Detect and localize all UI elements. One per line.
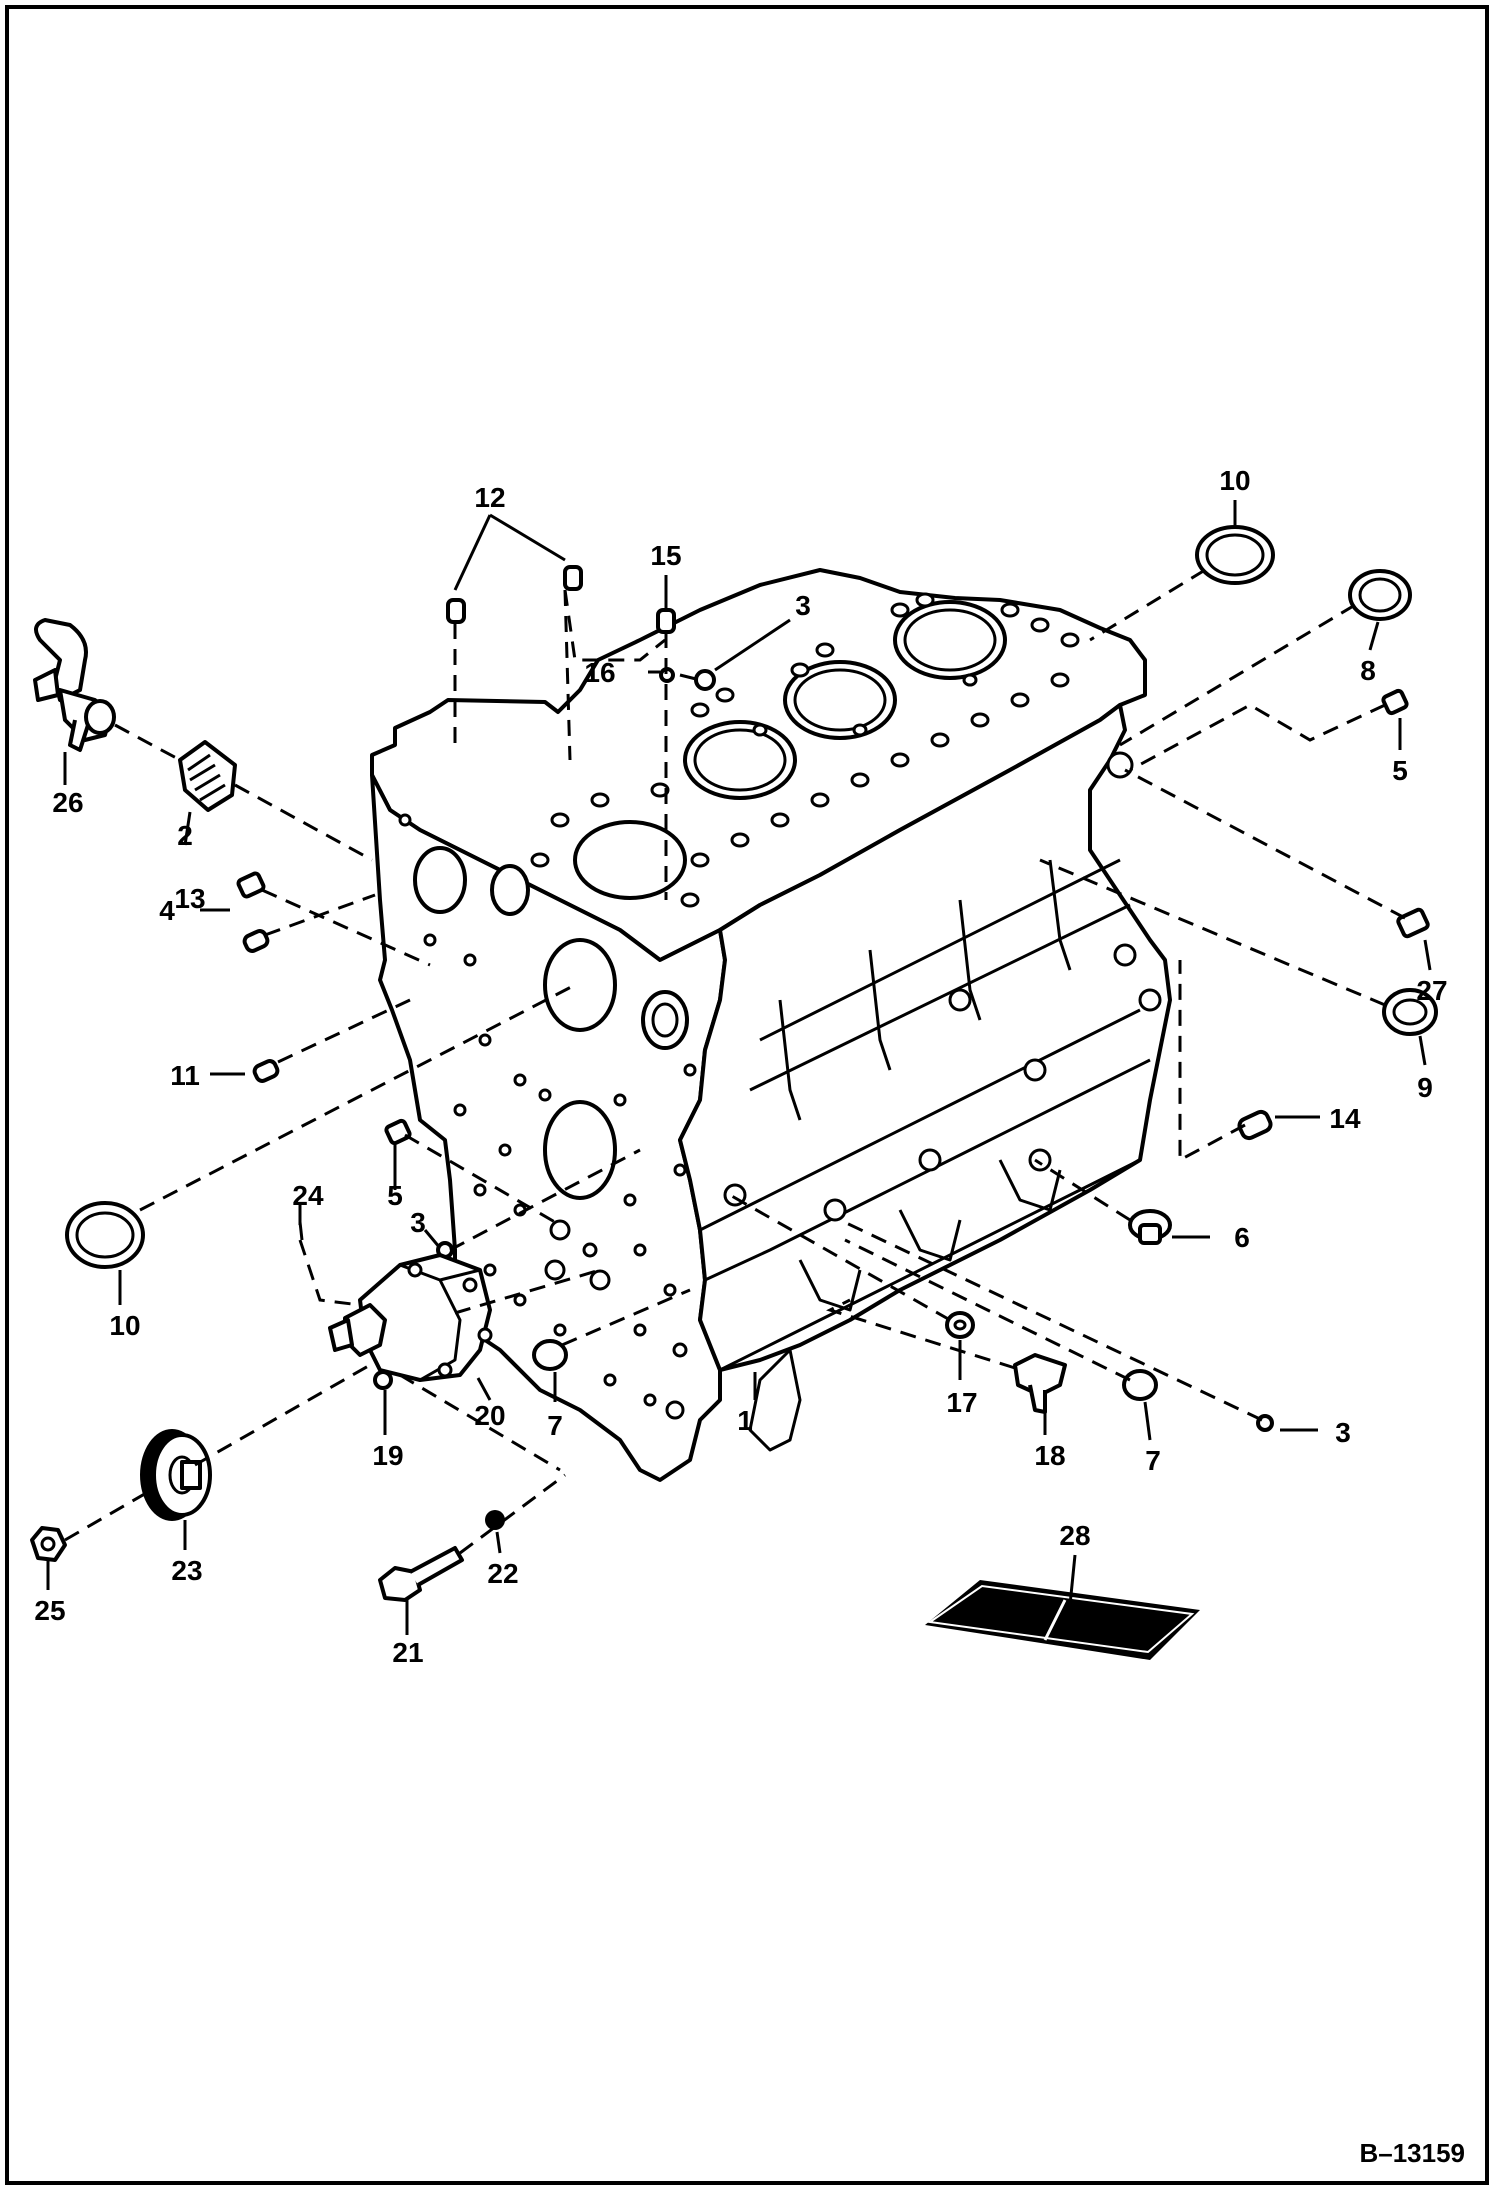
dowel-pins <box>242 565 1273 1141</box>
callout-13: 13 <box>174 883 205 914</box>
callout-14: 14 <box>1329 1103 1361 1134</box>
callout-1: 1 <box>737 1405 753 1436</box>
bolt-21 <box>378 1546 464 1602</box>
callout-25: 25 <box>34 1595 65 1626</box>
callout-15: 15 <box>650 540 681 571</box>
callout-7: 7 <box>1145 1445 1161 1476</box>
oil-seal-9 <box>1382 988 1438 1036</box>
callout-5: 5 <box>1392 755 1408 786</box>
callout-18: 18 <box>1034 1440 1065 1471</box>
callout-12: 12 <box>474 482 505 513</box>
callout-28: 28 <box>1059 1520 1090 1551</box>
callout-8: 8 <box>1360 655 1376 686</box>
deck-holes <box>530 592 1080 908</box>
callout-27: 27 <box>1416 975 1447 1006</box>
washer-22 <box>485 1510 505 1530</box>
callout-21: 21 <box>392 1637 423 1668</box>
callout-17: 17 <box>946 1387 977 1418</box>
callout-20: 20 <box>474 1400 505 1431</box>
callout-10: 10 <box>109 1310 140 1341</box>
callout-22: 22 <box>487 1558 518 1589</box>
gasket-kit-28 <box>925 1580 1200 1660</box>
water-joint-26 <box>33 618 116 752</box>
figure-reference-number: B–13159 <box>1359 2138 1465 2168</box>
bolt-18 <box>1013 1353 1067 1414</box>
front-face-holes <box>398 813 697 1420</box>
callout-3: 3 <box>1335 1417 1351 1448</box>
oil-pump-20 <box>328 1253 493 1390</box>
callout-7: 7 <box>547 1410 563 1441</box>
callout-6: 6 <box>1234 1222 1250 1253</box>
gear-23 <box>140 1429 212 1521</box>
callout-9: 9 <box>1417 1072 1433 1103</box>
plug-7-left <box>532 1339 568 1371</box>
callout-16: 16 <box>584 657 615 688</box>
callout-11: 11 <box>170 1060 200 1091</box>
diagram-border <box>5 5 1489 2185</box>
callout-3: 3 <box>795 590 811 621</box>
nut-25 <box>30 1526 67 1562</box>
small-plugs <box>236 667 1430 1432</box>
callout-labels: 1 2 3 3 3 4 5 5 6 7 7 8 9 10 10 11 12 13… <box>34 465 1447 1668</box>
leader-lines <box>46 500 1432 1635</box>
plug-6 <box>1128 1209 1172 1245</box>
plug-7-right <box>1122 1369 1158 1401</box>
cylinder-block <box>370 568 1172 1482</box>
callout-5: 5 <box>387 1180 403 1211</box>
callout-19: 19 <box>372 1440 403 1471</box>
expansion-plugs <box>65 525 1412 1269</box>
callout-3: 3 <box>410 1207 426 1238</box>
callout-23: 23 <box>171 1555 202 1586</box>
callout-2: 2 <box>177 820 193 851</box>
assembly-lines <box>64 568 1406 1555</box>
callout-24: 24 <box>292 1180 324 1211</box>
callout-26: 26 <box>52 787 83 818</box>
callout-10: 10 <box>1219 465 1250 496</box>
connector-2 <box>178 740 237 812</box>
callout-4: 4 <box>159 895 175 926</box>
